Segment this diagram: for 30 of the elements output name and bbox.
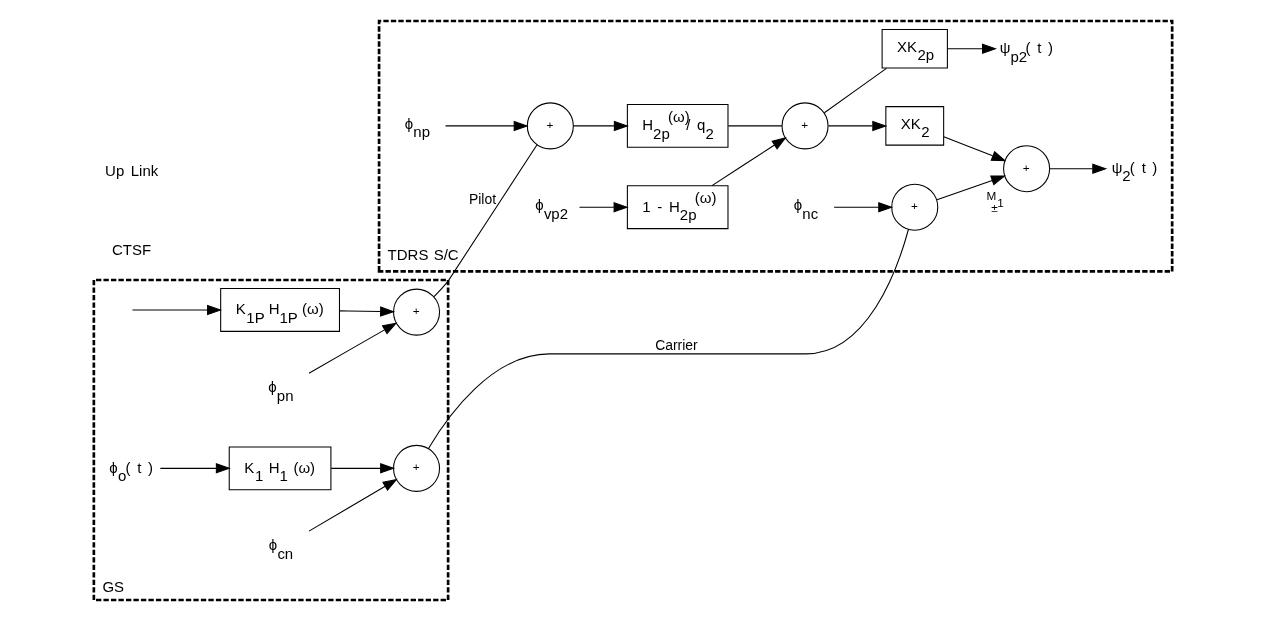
arrow bbox=[1049, 163, 1108, 174]
arrow bbox=[308, 478, 398, 532]
label: CTSF bbox=[112, 241, 152, 259]
arrow bbox=[936, 175, 1006, 201]
node-circle: + bbox=[891, 183, 939, 231]
connector bbox=[433, 144, 538, 298]
arrow bbox=[131, 304, 223, 316]
arrow bbox=[330, 463, 396, 474]
arrow bbox=[578, 201, 629, 213]
node-circle: + bbox=[393, 288, 441, 336]
arrow bbox=[159, 463, 231, 474]
arrow bbox=[833, 201, 894, 213]
arrow bbox=[445, 120, 529, 132]
arrow bbox=[943, 136, 1007, 162]
label: Up Link bbox=[105, 162, 159, 180]
arrow bbox=[947, 43, 997, 55]
connector bbox=[727, 125, 783, 127]
node-circle: + bbox=[526, 102, 574, 150]
arrow bbox=[572, 120, 629, 132]
node-circle: + bbox=[781, 102, 829, 150]
arrow bbox=[339, 306, 396, 317]
arrow bbox=[827, 120, 888, 132]
connector bbox=[823, 67, 887, 114]
arrow bbox=[711, 137, 787, 187]
edge-label: Carrier bbox=[655, 336, 698, 353]
connector bbox=[427, 228, 909, 449]
arrow bbox=[308, 322, 398, 374]
node-circle: + bbox=[393, 444, 441, 492]
edge-label: Pilot bbox=[468, 191, 497, 208]
node-circle: + bbox=[1003, 145, 1051, 193]
